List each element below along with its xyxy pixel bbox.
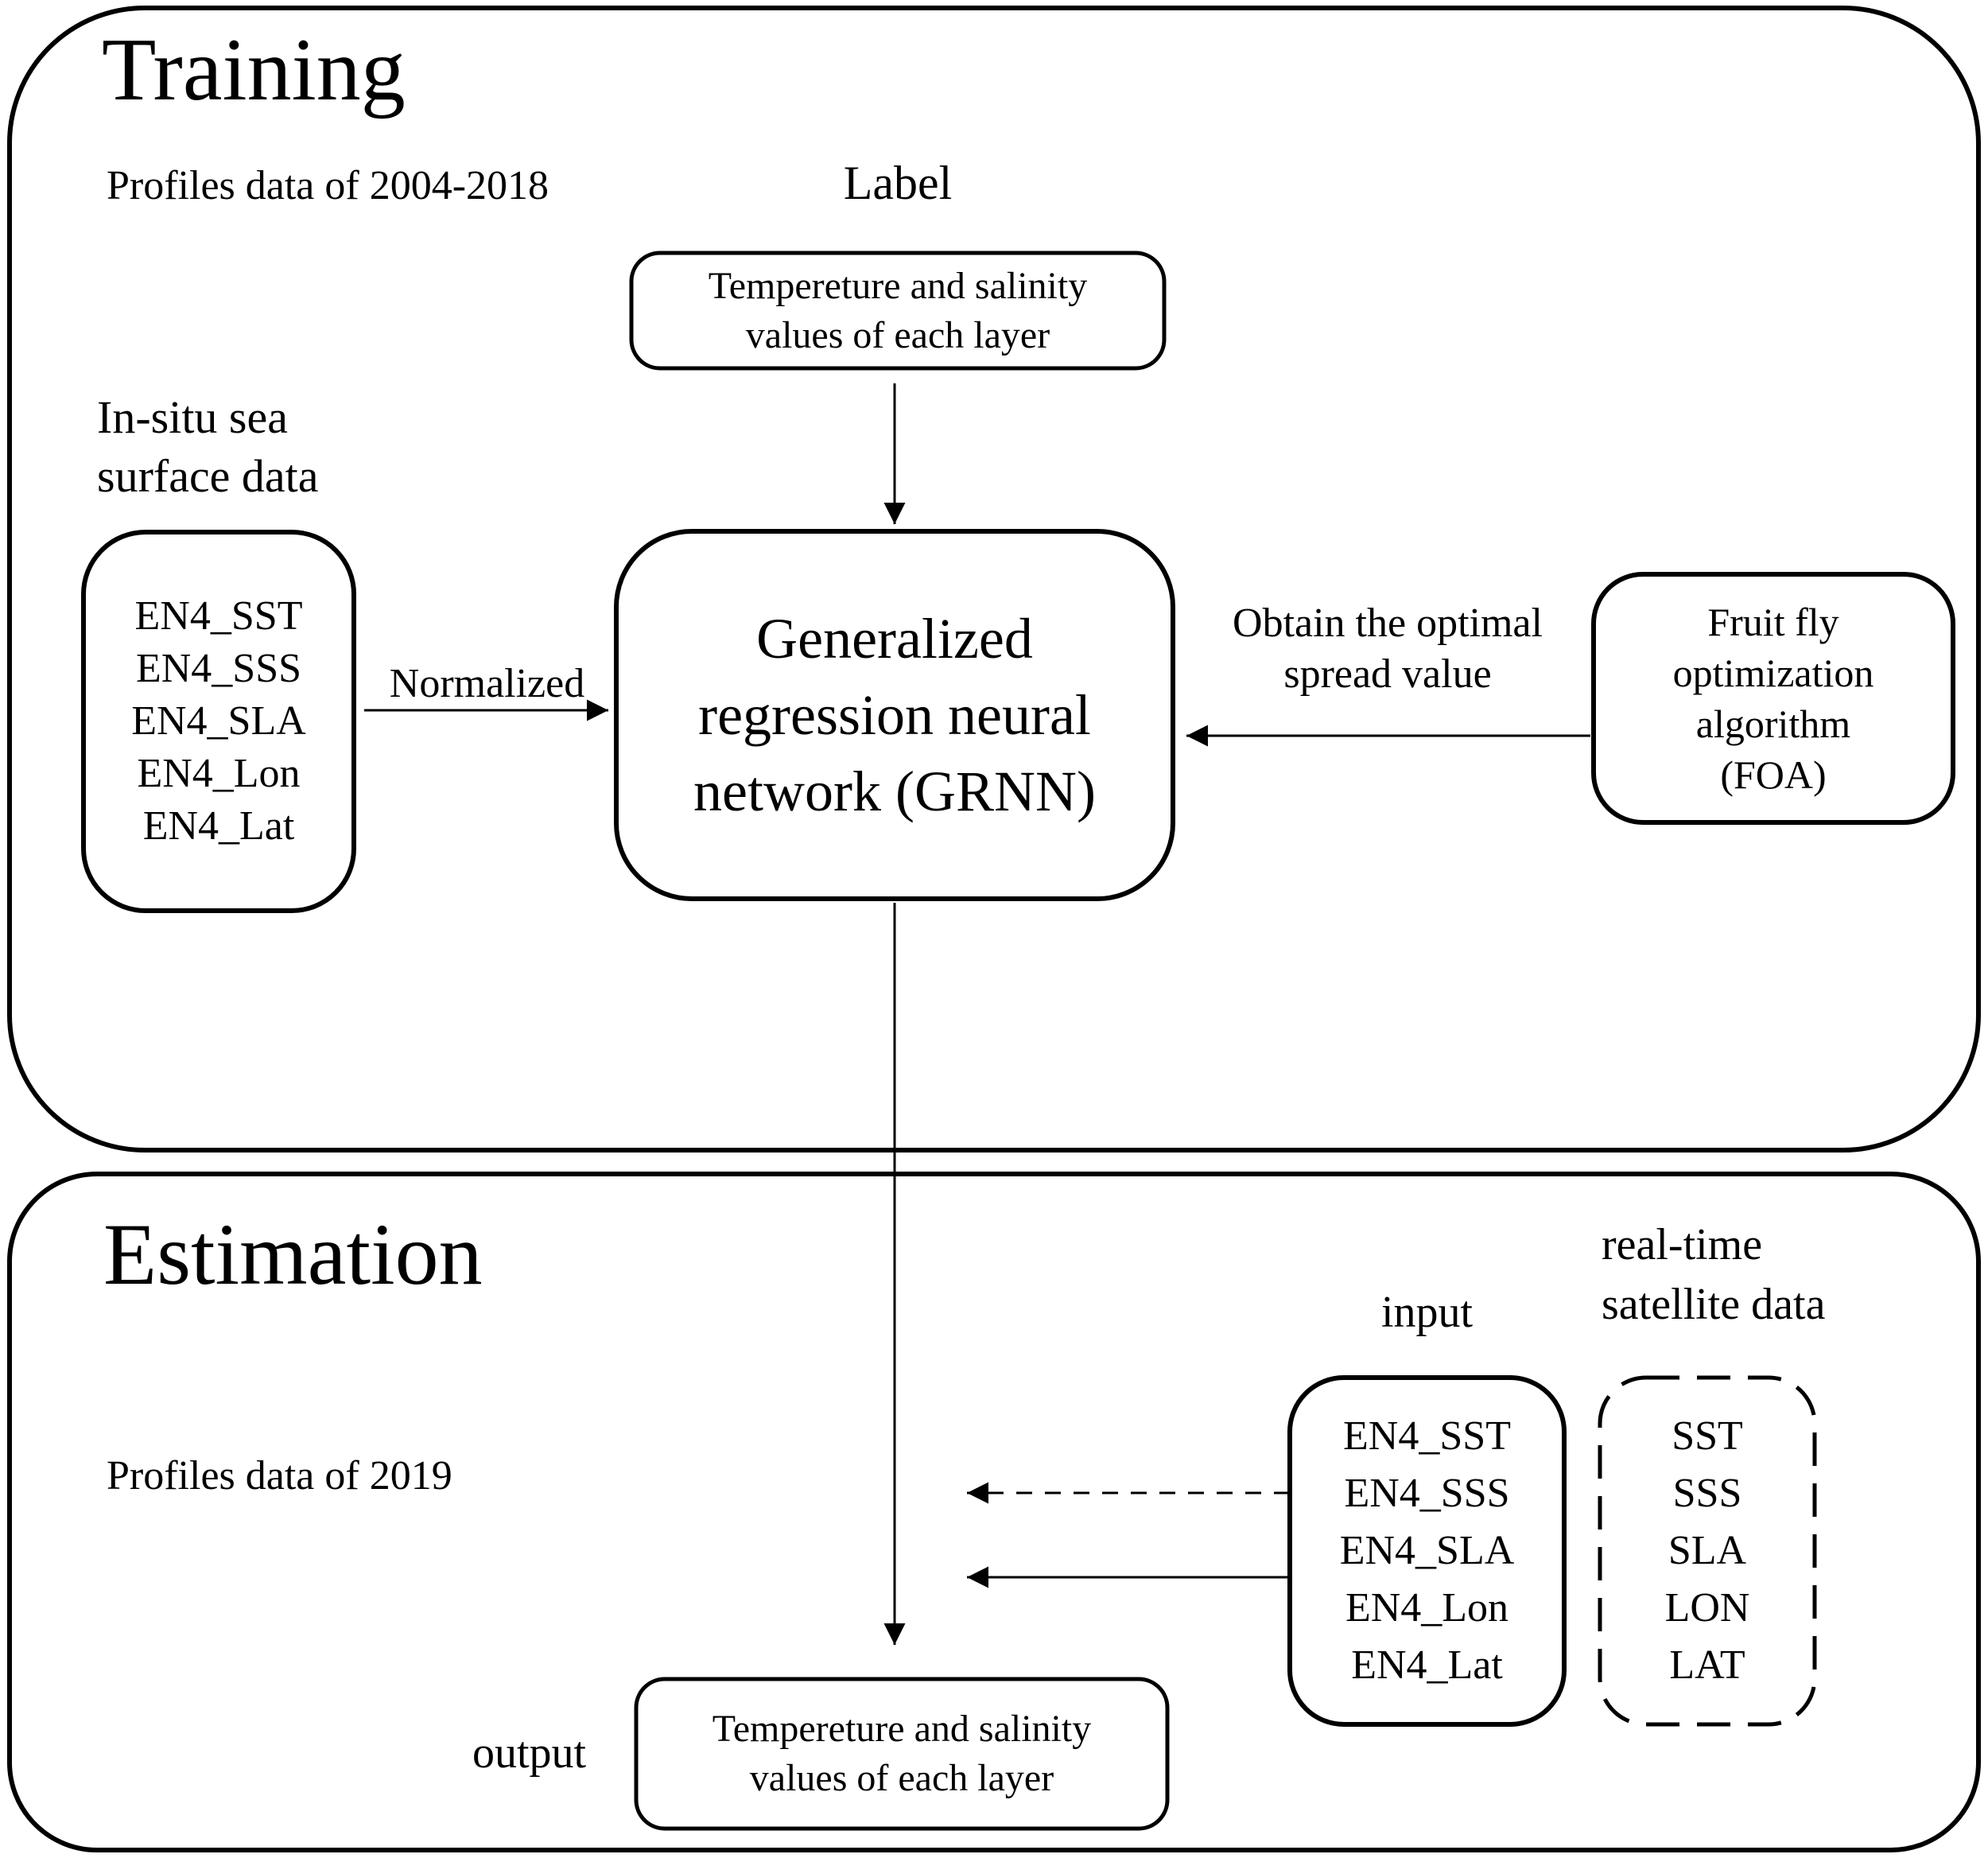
output-values-line1: Tempereture and salinity [712, 1708, 1092, 1750]
insitu-data-box-border [81, 530, 356, 913]
satellite-data-box-border [1598, 1375, 1817, 1727]
output-values-box: Tempereture and salinity values of each … [636, 1679, 1167, 1829]
label-values-box-border [629, 251, 1167, 371]
estimation-section-border [7, 1172, 1981, 1852]
estimation-section-title: Estimation [103, 1206, 483, 1303]
foa-line4: (FOA) [1720, 752, 1827, 797]
satellite-heading-line1: real-time [1602, 1220, 1763, 1269]
label-values-box: Tempereture and salinity values of each … [631, 253, 1164, 368]
input-item: EN4_Lat [1351, 1642, 1503, 1688]
normalized-arrow-label: Normalized [389, 661, 585, 706]
spread-arrow-label-line1: Obtain the optimal [1233, 601, 1543, 646]
satellite-heading: real-time satellite data [1602, 1215, 1825, 1335]
foa-line3: algorithm [1695, 702, 1851, 746]
label-values-line1: Tempereture and salinity [708, 264, 1088, 307]
satellite-item: SSS [1672, 1471, 1742, 1516]
insitu-item: EN4_SST [134, 593, 303, 639]
foa-line1: Fruit fly [1707, 600, 1839, 644]
satellite-item: SST [1672, 1413, 1743, 1459]
satellite-item: LON [1664, 1585, 1750, 1631]
insitu-item: EN4_SSS [135, 646, 302, 691]
input-item: EN4_SLA [1339, 1528, 1515, 1573]
grnn-line2: regression neural [698, 683, 1091, 747]
insitu-item: EN4_Lon [137, 751, 301, 796]
label-values-line2: values of each layer [745, 313, 1050, 356]
output-values-box-border [634, 1677, 1170, 1831]
foa-line2: optimization [1672, 651, 1874, 695]
foa-box-border [1591, 572, 1955, 825]
input-item: EN4_SST [1343, 1413, 1511, 1459]
satellite-item: LAT [1669, 1642, 1745, 1688]
foa-box: Fruit fly optimization algorithm (FOA) [1594, 574, 1953, 822]
spread-arrow-label: Obtain the optimal spread value [1185, 598, 1590, 700]
satellite-heading-line2: satellite data [1602, 1280, 1826, 1329]
insitu-heading: In-situ sea surface data [97, 388, 319, 506]
input-item: EN4_Lon [1345, 1585, 1509, 1631]
grnn-box-border [614, 529, 1175, 901]
insitu-item: EN4_SLA [131, 698, 306, 744]
insitu-data-box: EN4_SST EN4_SSS EN4_SLA EN4_Lon EN4_Lat [83, 532, 354, 911]
satellite-item: SLA [1668, 1528, 1747, 1573]
spread-arrow-label-line2: spread value [1283, 651, 1492, 697]
input-item: EN4_SSS [1344, 1471, 1510, 1516]
estimation-subtitle: Profiles data of 2019 [107, 1453, 452, 1498]
input-data-box: EN4_SST EN4_SSS EN4_SLA EN4_Lon EN4_Lat [1290, 1378, 1564, 1724]
grnn-line3: network (GRNN) [693, 760, 1096, 823]
training-section-border [7, 6, 1981, 1153]
training-section-title: Training [102, 21, 406, 119]
grnn-box: Generalized regression neural network (G… [616, 531, 1173, 899]
output-heading: output [472, 1728, 587, 1778]
satellite-data-box: SST SSS SLA LON LAT [1600, 1378, 1815, 1724]
label-heading: Label [843, 157, 953, 209]
training-subtitle: Profiles data of 2004-2018 [107, 163, 549, 208]
output-values-line2: values of each layer [749, 1757, 1054, 1799]
input-data-box-border [1287, 1375, 1567, 1727]
insitu-heading-line1: In-situ sea [97, 391, 288, 443]
input-heading: input [1380, 1288, 1474, 1337]
insitu-heading-line2: surface data [97, 450, 319, 503]
grnn-line1: Generalized [756, 607, 1033, 671]
insitu-item: EN4_Lat [142, 803, 295, 849]
